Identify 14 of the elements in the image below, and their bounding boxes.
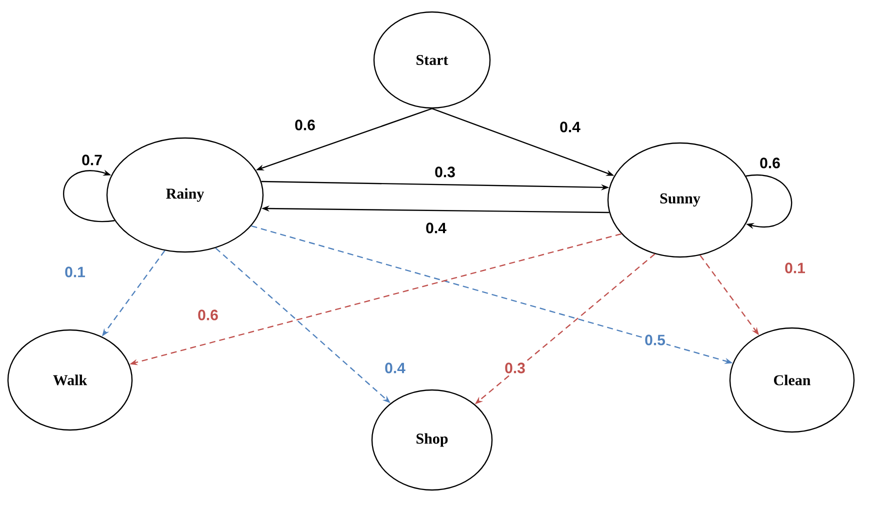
edge-label: 0.3: [434, 166, 456, 178]
edge-label: 0.6: [758, 156, 782, 170]
edge-label: 0.7: [80, 154, 104, 166]
edge-label: 0.4: [558, 120, 582, 134]
edge-label: 0.4: [384, 362, 406, 374]
edge-label: 0.1: [784, 262, 806, 274]
edge-label: 0.6: [294, 118, 316, 132]
arrow: [746, 174, 792, 229]
edge-label: 0.6: [196, 308, 220, 322]
edge-label: 0.3: [504, 362, 526, 374]
arrow: [63, 170, 115, 222]
edge-label: 0.5: [644, 334, 666, 346]
edge-label: 0.1: [64, 266, 86, 278]
edge-label: 0.4: [424, 222, 448, 234]
